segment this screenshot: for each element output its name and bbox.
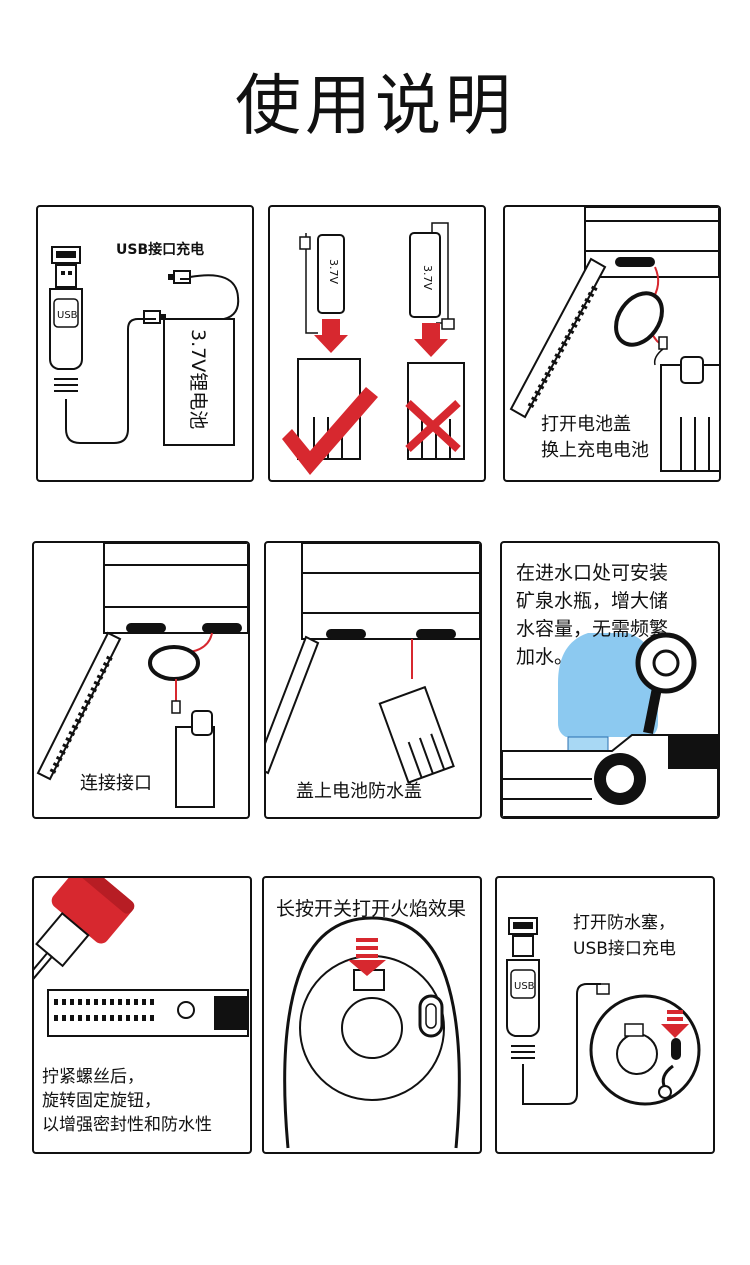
screw-caption-line2: 旋转固定旋钮， [42,1088,161,1114]
battery-label: 3.7V锂电池 [186,329,213,429]
page-title: 使用说明 [0,52,750,148]
panel-battery-orientation: 3.7V 3.7V [268,205,486,482]
panel-open-plug: USB 打开防水塞， USB接口充电 [495,876,715,1154]
bottle-caption-line4: 加水。 [516,643,573,671]
battery-orientation-illustration [270,207,484,480]
panel-connect-plug: 连接接口 [32,541,250,819]
panel-usb-charging: USB接口充电 USB 3.7V锂电池 [36,205,254,482]
open-plug-caption-line1: 打开防水塞， [573,910,675,936]
panel-water-bottle: 在进水口处可安装 矿泉水瓶，增大储 水容量，无需频繁 加水。 [500,541,720,819]
usb-label: USB [57,303,78,329]
close-cover-illustration [266,543,480,817]
connect-caption: 连接接口 [80,771,152,797]
bottle-caption-line1: 在进水口处可安装 [516,559,668,587]
bottle-caption-line3: 水容量，无需频繁 [516,615,668,643]
cell-label-right: 3.7V [421,265,434,290]
flame-caption: 长按开关打开火焰效果 [276,896,466,922]
open-cover-caption-line2: 换上充电电池 [541,438,649,464]
open-cover-caption-line1: 打开电池盖 [541,412,631,438]
cell-label-left: 3.7V [327,259,340,284]
bottle-caption-line2: 矿泉水瓶，增大储 [516,587,668,615]
screw-caption-line3: 以增强密封性和防水性 [42,1112,212,1138]
panel-screw-tighten: 拧紧螺丝后， 旋转固定旋钮， 以增强密封性和防水性 [32,876,252,1154]
open-plug-caption-line2: USB接口充电 [573,936,676,962]
screw-caption-line1: 拧紧螺丝后， [42,1064,144,1090]
panel-open-cover: 打开电池盖 换上充电电池 [503,205,721,482]
usb-charging-caption: USB接口充电 [116,237,204,263]
usb-label-2: USB [514,974,535,1000]
close-cover-caption: 盖上电池防水盖 [296,779,422,805]
panel-close-cover: 盖上电池防水盖 [264,541,482,819]
panel-flame-switch: 长按开关打开火焰效果 [262,876,482,1154]
